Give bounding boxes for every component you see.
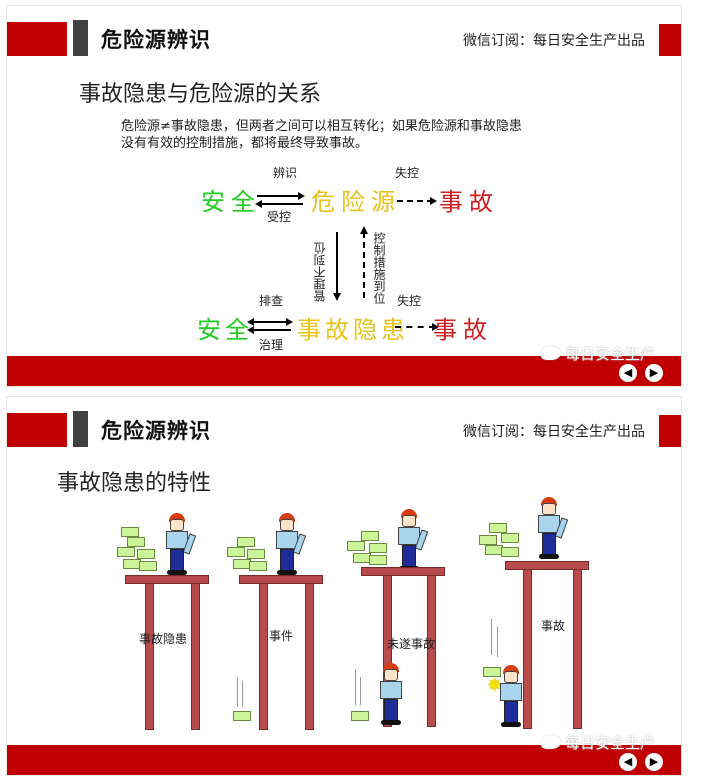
wechat-icon (540, 735, 561, 749)
scene-label: 事故 (541, 619, 566, 633)
falling-brick (483, 667, 501, 677)
slide-header: 危险源辨识 (101, 28, 211, 52)
next-slide-button[interactable]: ▶ (645, 753, 663, 771)
scaffold-post (191, 583, 200, 730)
footer-bar (7, 745, 681, 775)
header-red-block (7, 22, 67, 56)
watermark: 每日安全生产 (540, 732, 655, 753)
subscribe-text: 微信订阅：每日安全生产出品 (463, 424, 645, 440)
label-controlled: 受控 (267, 210, 292, 224)
node-hazard-source: 危险源 (311, 188, 401, 216)
label-control-in-place: 控制措施到位 (372, 232, 386, 304)
description-line-1: 危险源≠事故隐患，但两者之间可以相互转化；如果危险源和事故隐患 (121, 119, 522, 134)
scaffold-post (383, 575, 392, 727)
description-line-2: 没有有效的控制措施，都将最终导致事故。 (121, 136, 369, 151)
prev-slide-button[interactable]: ◀ (619, 364, 637, 382)
node-accident-bottom: 事故 (433, 316, 493, 344)
slide-hidden-danger-characteristics: 危险源辨识 微信订阅：每日安全生产出品 事故隐患的特性 事故隐患 (6, 396, 682, 776)
dashed-arrow-to-accident-bottom (395, 323, 439, 331)
watermark-text: 每日安全生产 (564, 345, 655, 363)
arrow-hazard-to-safe (255, 200, 303, 208)
subscribe-text: 微信订阅：每日安全生产出品 (463, 33, 645, 49)
scaffold-post (573, 569, 582, 729)
falling-brick (351, 711, 369, 721)
wechat-icon (540, 346, 561, 360)
scene-near-miss: 未遂事故 (347, 501, 457, 731)
next-slide-button[interactable]: ▶ (645, 364, 663, 382)
arrow-safe-to-hazard (257, 192, 305, 200)
scene-incident: 事件 (227, 505, 327, 730)
scaffold-post (523, 569, 532, 729)
scaffold-post (305, 583, 314, 730)
header-red-tab (659, 415, 681, 447)
slide-header: 危险源辨识 (101, 419, 211, 443)
scaffold-post (259, 583, 268, 730)
label-identify: 辨识 (273, 166, 298, 180)
worker-figure (395, 509, 429, 573)
worker-injured (497, 665, 525, 729)
header-gray-block (73, 411, 88, 447)
footer-bar (7, 356, 681, 386)
slide-title: 事故隐患的特性 (57, 471, 212, 496)
scaffold-plank (239, 575, 323, 584)
label-out-of-control-bottom: 失控 (397, 294, 422, 308)
header-red-block (7, 413, 67, 447)
worker-figure (535, 497, 569, 561)
arrow-hidden-up (360, 226, 368, 298)
scene-label: 事故隐患 (139, 632, 188, 646)
scaffold-post (145, 583, 154, 730)
worker-below (377, 663, 405, 727)
header-red-tab (659, 24, 681, 56)
node-safe-top: 安全 (201, 188, 261, 216)
worker-figure (273, 513, 307, 577)
impact-star-icon: ✸ (487, 675, 503, 696)
watermark: 每日安全生产 (540, 343, 655, 364)
arrow-safe-hidden-bidirectional (247, 318, 293, 326)
scaffold-post (427, 575, 436, 727)
node-safe-bottom: 安全 (197, 316, 253, 344)
description: 危险源≠事故隐患，但两者之间可以相互转化；如果危险源和事故隐患 没有有效的控制措… (121, 118, 581, 152)
header-gray-block (73, 20, 88, 56)
scene-label: 事件 (269, 629, 294, 643)
arrow-hazard-down (333, 232, 341, 301)
scene-hidden-danger: 事故隐患 (117, 505, 217, 730)
slide-hazard-relationship: 危险源辨识 微信订阅：每日安全生产出品 事故隐患与危险源的关系 危险源≠事故隐患… (6, 5, 682, 387)
scene-accident: ✸ 事故 (479, 495, 599, 735)
label-poor-management: 管理不到位 (313, 242, 327, 302)
falling-brick (233, 711, 251, 721)
worker-figure (163, 513, 197, 577)
label-investigate: 排查 (259, 294, 284, 308)
dashed-arrow-to-accident-top (397, 197, 437, 205)
scene-label: 未遂事故 (387, 637, 436, 651)
label-govern: 治理 (259, 338, 284, 352)
watermark-text: 每日安全生产 (564, 734, 655, 752)
scaffold-plank (505, 561, 589, 570)
scaffold-plank (361, 567, 445, 576)
label-out-of-control-top: 失控 (395, 166, 420, 180)
node-accident-top: 事故 (439, 188, 499, 216)
node-hidden-danger: 事故隐患 (297, 316, 409, 344)
slide-title: 事故隐患与危险源的关系 (79, 82, 322, 107)
prev-slide-button[interactable]: ◀ (619, 753, 637, 771)
scaffold-plank (125, 575, 209, 584)
arrow-hidden-to-safe (247, 326, 291, 334)
